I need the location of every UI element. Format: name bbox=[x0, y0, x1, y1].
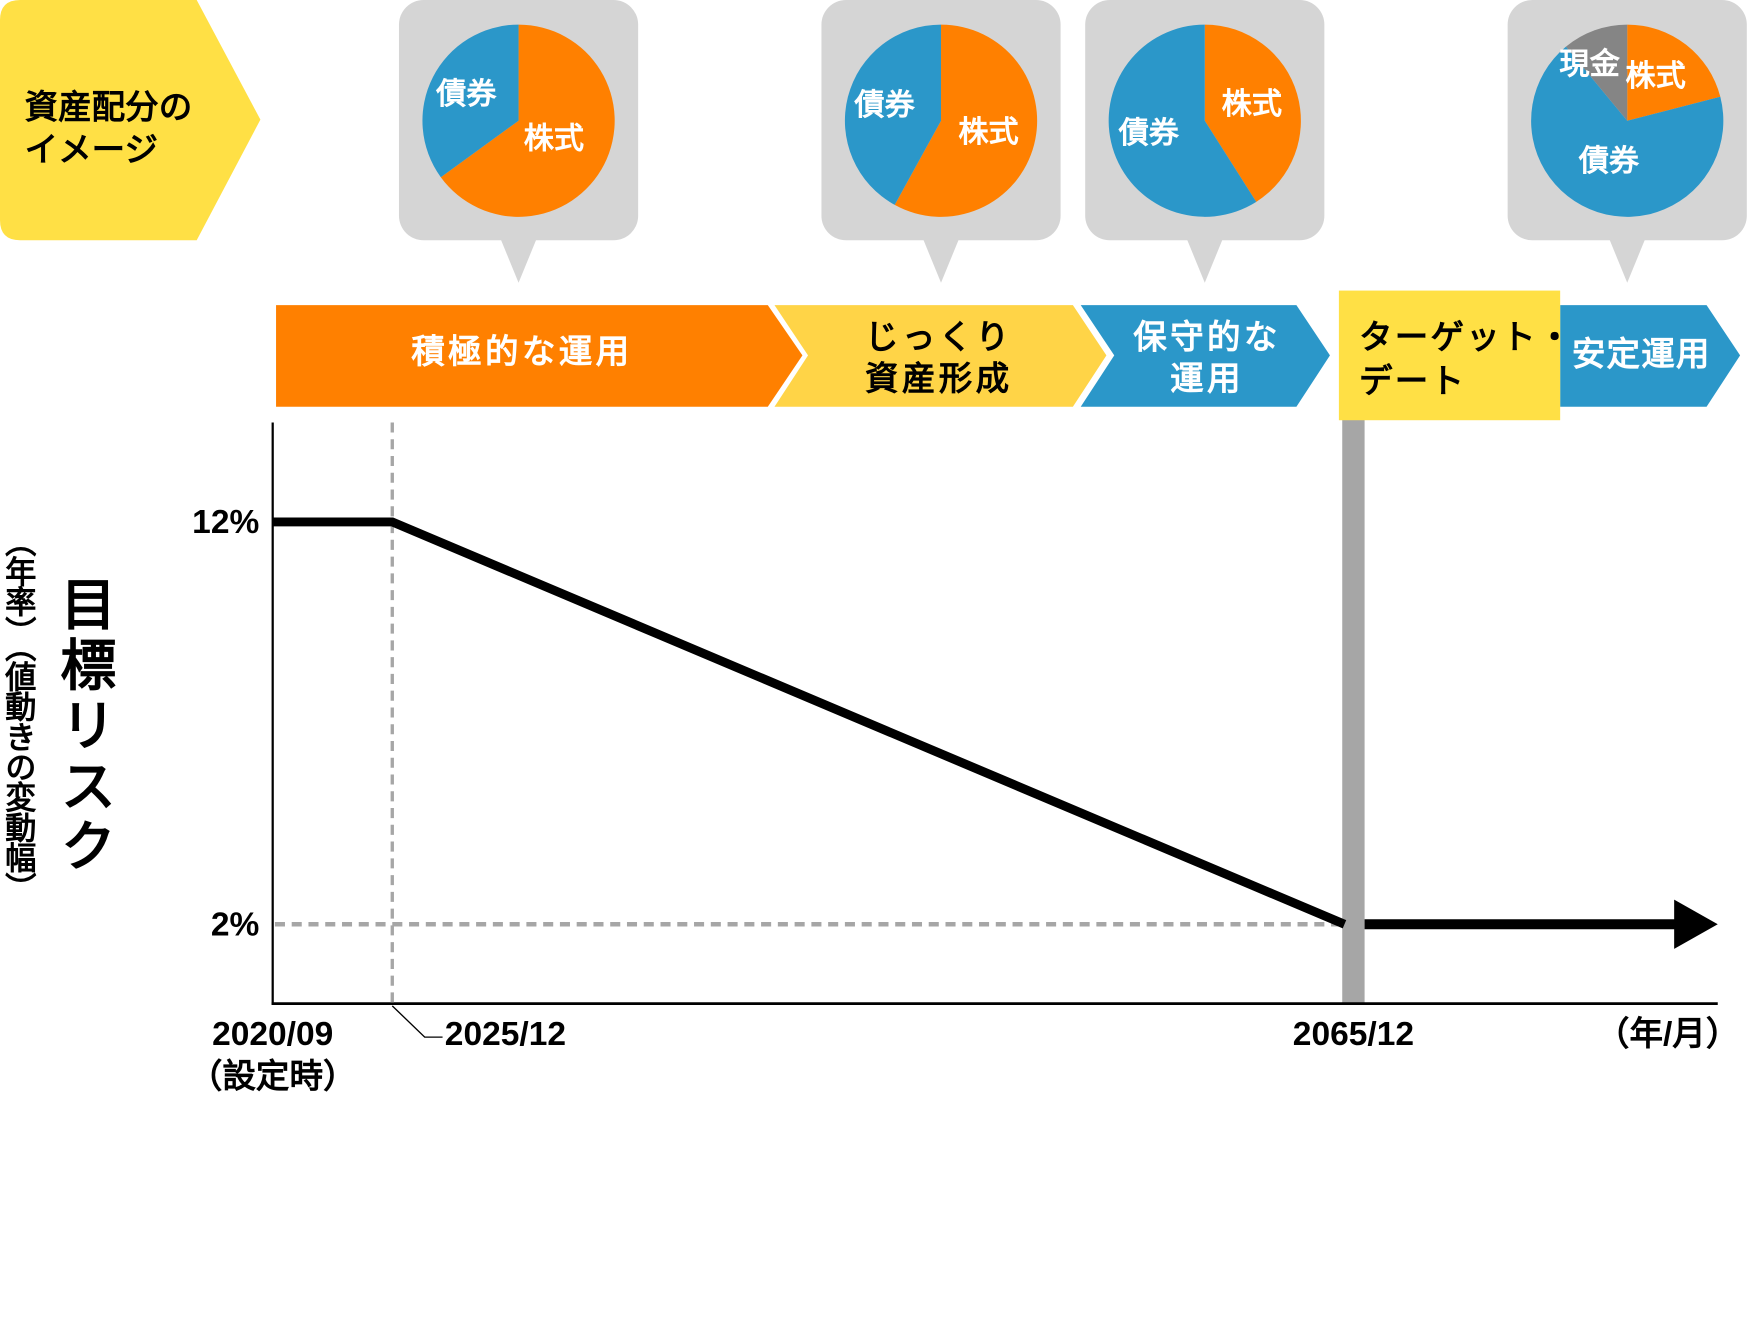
pie-label: 債券 bbox=[436, 77, 497, 111]
pie-label: 債券 bbox=[1578, 144, 1640, 178]
y-axis-subtitle: （年率）（値動きの変動幅） bbox=[1, 525, 37, 902]
title-tag-shape bbox=[0, 0, 261, 241]
pie-label: 株式 bbox=[523, 121, 585, 156]
risk-line bbox=[272, 517, 1347, 929]
target-bar bbox=[1342, 413, 1365, 1004]
pie-label: 債券 bbox=[1118, 116, 1179, 151]
phase-aggressive-shape bbox=[276, 305, 803, 407]
pie-slice-cash bbox=[1565, 24, 1628, 121]
phase-target-date-shape bbox=[1338, 290, 1561, 421]
bubble-tail bbox=[1609, 239, 1646, 283]
pie-label: 株式 bbox=[958, 115, 1019, 149]
pie-label: 債券 bbox=[854, 88, 915, 122]
phase-target-date-label: ターゲット・ デート bbox=[1359, 319, 1574, 401]
bubble-tail bbox=[1186, 239, 1223, 283]
bubble-tail bbox=[500, 239, 537, 283]
pie-slice-stocks bbox=[894, 24, 1038, 217]
phase-accumulation-label: じっくり 資産形成 bbox=[865, 319, 1013, 398]
y-tick-12: 12% bbox=[192, 504, 260, 541]
pie-label: 株式 bbox=[1221, 86, 1282, 121]
arrow-head-icon bbox=[1674, 899, 1718, 949]
phase-stable-label: 安定運用 bbox=[1571, 336, 1711, 374]
pie-slice-bonds bbox=[844, 24, 942, 205]
title-tag-label: 資産配分の イメージ bbox=[24, 89, 193, 169]
phase-conservative-label: 保守的な 運用 bbox=[1133, 319, 1281, 398]
phase-accumulation-shape bbox=[774, 305, 1107, 407]
phase-conservative-shape bbox=[1080, 305, 1330, 407]
y-tick-2: 2% bbox=[210, 906, 260, 944]
pie-slice-stocks bbox=[1627, 24, 1721, 121]
pie-slice-bonds bbox=[1108, 24, 1257, 217]
x-axis-unit: （年/月） bbox=[1595, 1015, 1740, 1053]
phase-stable-shape bbox=[1560, 305, 1741, 407]
leader-2025 bbox=[391, 1005, 443, 1038]
x-tick-2025-12: 2025/12 bbox=[444, 1015, 567, 1053]
phase-aggressive-label: 積極的な運用 bbox=[411, 334, 633, 372]
x-tick-note-setup: （設定時） bbox=[188, 1058, 357, 1096]
pie-slice-stocks bbox=[440, 24, 615, 217]
pie-label: 現金 bbox=[1559, 47, 1620, 81]
bubble-tail bbox=[923, 239, 959, 283]
x-tick-2065-12: 2065/12 bbox=[1292, 1015, 1415, 1053]
pie-label: 株式 bbox=[1625, 59, 1686, 93]
y-axis-title: 目標リスク bbox=[52, 575, 116, 878]
pie-slice-bonds bbox=[422, 24, 519, 178]
pie-slice-stocks bbox=[1204, 24, 1301, 202]
x-tick-2020-09: 2020/09 bbox=[212, 1015, 334, 1053]
pie-slice-bonds bbox=[1531, 46, 1724, 217]
